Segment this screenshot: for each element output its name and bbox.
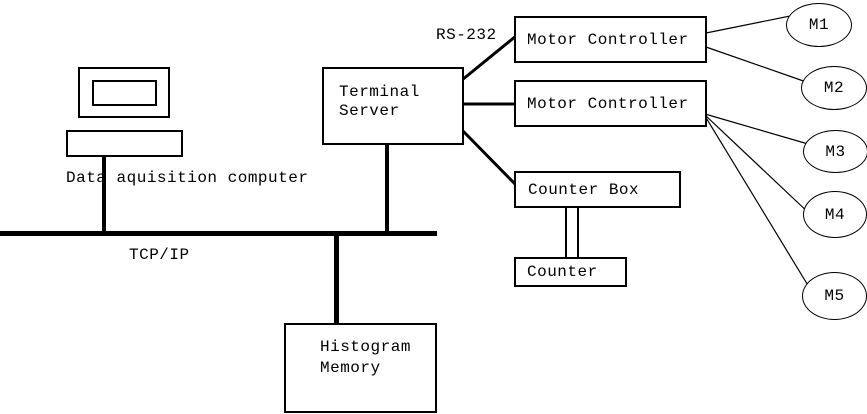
- bus-to-histogram-memory-connector: [334, 235, 339, 324]
- motor-controller-1-to-m2-link: [705, 46, 813, 85]
- rs-232-label: RS-232: [436, 26, 497, 44]
- motor-node-m3: M3: [803, 130, 867, 173]
- motor-node-m2: M2: [801, 66, 867, 110]
- node-motor-controller-1: Motor Controller: [514, 16, 707, 63]
- counter-box-to-counter-connector-left: [565, 207, 567, 258]
- m4-label: M4: [824, 205, 846, 224]
- node-terminal-server: Terminal Server: [322, 67, 464, 145]
- motor-node-m5: M5: [802, 272, 867, 320]
- node-counter: Counter: [514, 257, 627, 287]
- terminal-server-label-line2: Server: [339, 102, 400, 120]
- terminal-server-label-line1: Terminal: [339, 83, 420, 101]
- motor-controller-2-to-m4-link: [704, 114, 813, 217]
- histogram-memory-label-line2: Memory: [320, 359, 381, 377]
- histogram-memory-label-line1: Histogram: [320, 338, 411, 356]
- terminal-server-to-motor-controller-1-link: [461, 34, 517, 82]
- m1-label: M1: [808, 16, 830, 34]
- node-histogram-memory: Histogram Memory: [284, 323, 437, 413]
- terminal-server-to-bus-connector: [385, 144, 389, 232]
- counter-box-to-counter-connector-right: [577, 207, 579, 258]
- keyboard-icon: [66, 130, 183, 157]
- m2-label: M2: [823, 79, 845, 97]
- motor-controller-1-to-m1-link: [705, 13, 801, 34]
- node-counter-box: Counter Box: [514, 171, 681, 208]
- motor-controller-1-label: Motor Controller: [527, 30, 689, 49]
- terminal-server-to-counter-box-link: [460, 128, 518, 187]
- tcp-ip-bus: [0, 231, 437, 236]
- motor-node-m1: M1: [786, 3, 852, 47]
- motor-controller-2-label: Motor Controller: [527, 94, 689, 113]
- computer-to-bus-connector: [102, 155, 106, 232]
- motor-node-m4: M4: [803, 191, 867, 238]
- counter-box-label: Counter Box: [528, 180, 640, 199]
- monitor-screen-icon: [92, 80, 157, 106]
- motor-controller-2-to-m3-link: [704, 113, 816, 147]
- m5-label: M5: [824, 287, 845, 305]
- monitor-icon: [78, 67, 170, 118]
- counter-label: Counter: [527, 263, 598, 281]
- motor-controller-2-to-m5-link: [704, 115, 813, 293]
- tcp-ip-label: TCP/IP: [129, 246, 190, 264]
- data-acquisition-computer-label: Data aquisition computer: [66, 169, 309, 187]
- m3-label: M3: [825, 142, 846, 161]
- node-motor-controller-2: Motor Controller: [514, 80, 707, 127]
